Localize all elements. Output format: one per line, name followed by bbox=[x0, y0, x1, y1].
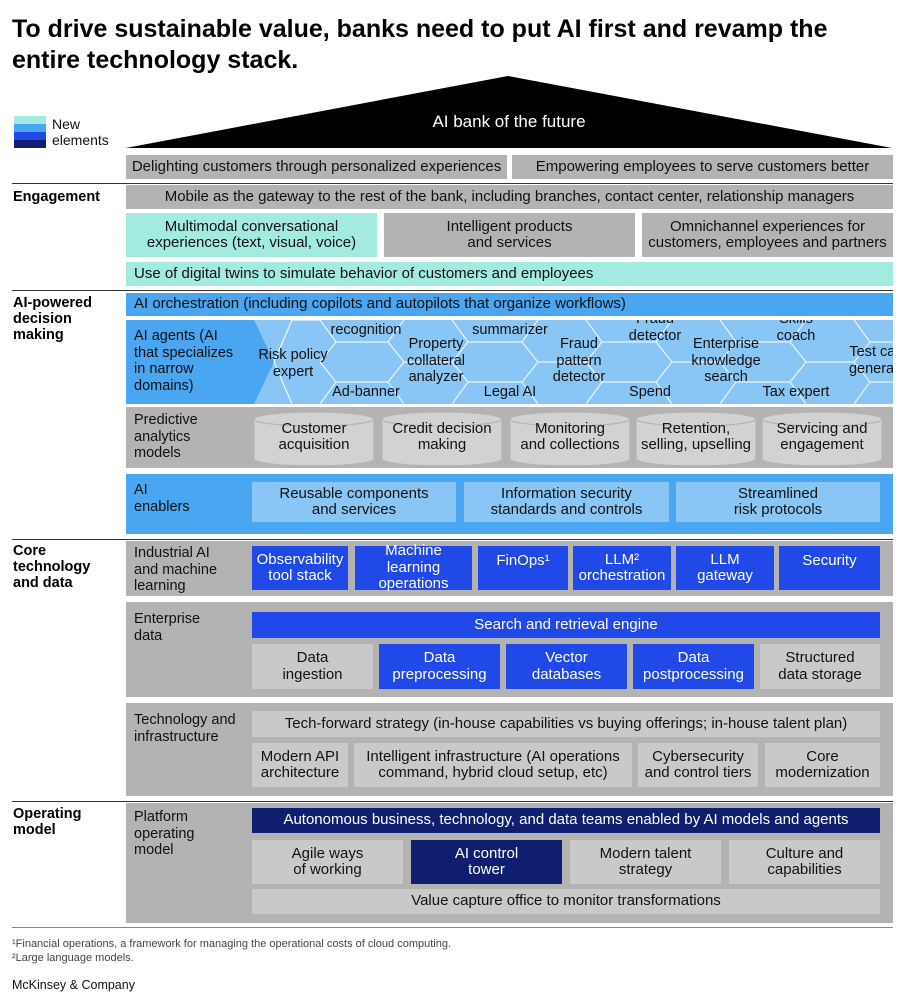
tech-intelligent-infrastructure: Intelligent infrastructure (AI operation… bbox=[354, 743, 632, 787]
autonomous-teams: Autonomous business, technology, and dat… bbox=[252, 808, 880, 833]
platform-label: Platform operating model bbox=[134, 809, 195, 858]
technology-label: Technology and infrastructure bbox=[134, 712, 236, 745]
search-retrieval-engine: Search and retrieval engine bbox=[252, 612, 880, 638]
value-capture-office: Value capture office to monitor transfor… bbox=[252, 889, 880, 914]
divider-engagement bbox=[12, 183, 893, 184]
footnote-2: ²Large language models. bbox=[12, 952, 134, 964]
omnichannel-box: Omnichannel experiences for customers, e… bbox=[642, 213, 893, 257]
page-title: To drive sustainable value, banks need t… bbox=[12, 15, 828, 74]
industrial-llm-gateway: LLM gateway bbox=[676, 546, 774, 590]
section-ai-decision: AI-powered decision making bbox=[13, 295, 92, 343]
industrial-label: Industrial AI and machine learning bbox=[134, 545, 218, 594]
agent-property-collateral: Property collateral analyzer bbox=[406, 336, 466, 385]
enablers-label: AI enablers bbox=[134, 482, 190, 515]
vector-databases: Vector databases bbox=[506, 644, 627, 689]
data-postprocessing: Data postprocessing bbox=[633, 644, 754, 689]
digital-twins-box: Use of digital twins to simulate behavio… bbox=[126, 262, 893, 286]
platform-band: Platform operating model Autonomous busi… bbox=[126, 803, 893, 923]
agent-recognition: recognition bbox=[330, 322, 402, 338]
ai-control-tower: AI control tower bbox=[411, 840, 562, 884]
enterprise-band: Enterprise data Search and retrieval eng… bbox=[126, 602, 893, 697]
footnote-1: ¹Financial operations, a framework for m… bbox=[12, 938, 452, 950]
enabler-reusable-components: Reusable components and services bbox=[252, 482, 456, 522]
roof bbox=[126, 76, 892, 148]
predictive-label: Predictive analytics models bbox=[134, 412, 198, 461]
agent-fraud-pattern: Fraud pattern detector bbox=[552, 336, 606, 385]
divider-ai bbox=[12, 290, 893, 291]
agent-legal-ai: Legal AI bbox=[483, 384, 537, 400]
industrial-security: Security bbox=[779, 546, 880, 590]
mobile-gateway-box: Mobile as the gateway to the rest of the… bbox=[126, 185, 893, 209]
structured-data-storage: Structured data storage bbox=[760, 644, 880, 689]
predictive-customer-acquisition: Customer acquisition bbox=[278, 419, 350, 453]
enterprise-label: Enterprise data bbox=[134, 611, 201, 644]
legend-label: New elements bbox=[52, 116, 109, 148]
divider-core bbox=[12, 539, 893, 540]
legend-swatch-blue bbox=[14, 124, 46, 132]
cylinders bbox=[253, 411, 883, 467]
legend-swatch-navy bbox=[14, 140, 46, 148]
section-engagement: Engagement bbox=[13, 189, 101, 205]
predictive-retention: Retention, selling, upselling bbox=[640, 419, 752, 453]
section-operating: Operating model bbox=[13, 806, 82, 838]
tech-forward-strategy: Tech-forward strategy (in-house capabili… bbox=[252, 711, 880, 737]
agent-test-case-generator: Test case generator bbox=[848, 344, 893, 377]
agent-ad-banner: Ad-banner bbox=[332, 384, 400, 400]
agent-risk-policy-expert: Risk policy expert bbox=[258, 347, 328, 380]
roof-label: AI bank of the future bbox=[432, 112, 586, 131]
agent-spend: Spend bbox=[629, 384, 671, 400]
legend-swatch-mint bbox=[14, 116, 46, 124]
legend: New elements bbox=[14, 116, 124, 148]
intelligent-products-box: Intelligent products and services bbox=[384, 213, 635, 257]
industrial-ml-operations: Machine learning operations bbox=[355, 543, 472, 592]
brand-logo: McKinsey & Company bbox=[12, 978, 135, 992]
agile-ways-of-working: Agile ways of working bbox=[252, 840, 403, 884]
modern-talent-strategy: Modern talent strategy bbox=[570, 840, 721, 884]
culture-and-capabilities: Culture and capabilities bbox=[729, 840, 880, 884]
data-preprocessing: Data preprocessing bbox=[379, 644, 500, 689]
predictive-band: Predictive analytics models Customer acq… bbox=[126, 407, 893, 468]
footer-divider bbox=[12, 927, 893, 928]
predictive-credit-decision: Credit decision making bbox=[392, 419, 492, 453]
agent-enterprise-knowledge: Enterprise knowledge search bbox=[691, 336, 761, 385]
legend-swatch-royal bbox=[14, 132, 46, 140]
agent-fraud-detector: Fraud detector bbox=[628, 320, 682, 344]
ai-agents-band: AI agents (AI that specializes in narrow… bbox=[126, 320, 893, 404]
delighting-customers-box: Delighting customers through personalize… bbox=[126, 155, 507, 179]
enablers-band: AI enablers Reusable components and serv… bbox=[126, 474, 893, 534]
agent-summarizer: summarizer bbox=[472, 322, 548, 338]
predictive-monitoring: Monitoring and collections bbox=[520, 419, 620, 453]
agent-tax-expert: Tax expert bbox=[762, 384, 830, 400]
enabler-information-security: Information security standards and contr… bbox=[464, 482, 669, 522]
predictive-servicing: Servicing and engagement bbox=[776, 419, 868, 453]
tech-cybersecurity: Cybersecurity and control tiers bbox=[638, 743, 758, 787]
tech-modern-api: Modern API architecture bbox=[252, 743, 348, 787]
empowering-employees-box: Empowering employees to serve customers … bbox=[512, 155, 893, 179]
industrial-band: Industrial AI and machine learning Obser… bbox=[126, 541, 893, 596]
industrial-llm-orchestration: LLM² orchestration bbox=[573, 546, 671, 590]
tech-core-modernization: Core modernization bbox=[765, 743, 880, 787]
industrial-finops: FinOps¹ bbox=[478, 546, 568, 590]
enabler-risk-protocols: Streamlined risk protocols bbox=[676, 482, 880, 522]
hex-grid bbox=[126, 320, 893, 404]
ai-agents-label: AI agents (AI that specializes in narrow… bbox=[134, 328, 234, 394]
industrial-observability: Observability tool stack bbox=[252, 546, 348, 590]
section-core: Core technology and data bbox=[13, 543, 91, 591]
agent-skills-coach: Skills coach bbox=[776, 320, 816, 344]
technology-band: Technology and infrastructure Tech-forwa… bbox=[126, 703, 893, 796]
ai-orchestration-box: AI orchestration (including copilots and… bbox=[126, 293, 893, 316]
divider-operating bbox=[12, 801, 893, 802]
multimodal-box: Multimodal conversational experiences (t… bbox=[126, 213, 377, 257]
data-ingestion: Data ingestion bbox=[252, 644, 373, 689]
